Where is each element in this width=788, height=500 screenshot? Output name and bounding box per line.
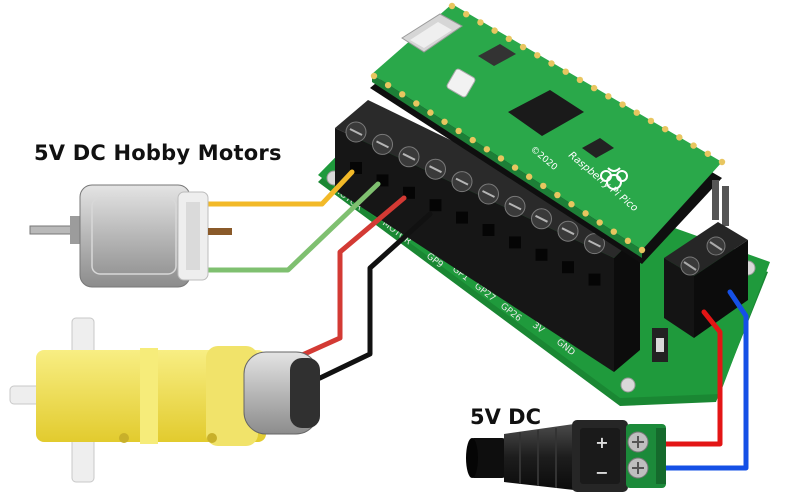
terminal-hole [562,261,574,273]
pin-header [712,180,719,220]
pico-pad [662,126,668,132]
hobby-motors-label: 5V DC Hobby Motors [34,141,282,165]
gear-motor-icon [10,318,320,482]
jack-minus-label: − [595,463,608,482]
pico-pad [534,52,540,58]
pico-pad [634,110,640,116]
pico-pad [427,109,433,115]
pico-pad [385,82,391,88]
terminal-hole [509,236,521,248]
pico-pad [639,247,645,253]
pico-pad [506,36,512,42]
pico-pad [484,146,490,152]
pico-pad [591,85,597,91]
pico-pad [371,73,377,79]
dc-jack-icon: + − [466,420,666,492]
pico-pad [449,3,455,9]
pico-pad [625,238,631,244]
pico-pad [498,155,504,161]
pico-pad [548,60,554,66]
pico-pad [690,142,696,148]
pico-pad [477,19,483,25]
pico-pad [540,183,546,189]
terminal-hole [483,224,495,236]
pico-pad [596,219,602,225]
terminal-hole [430,199,442,211]
terminal-hole [456,212,468,224]
pico-pad [512,164,518,170]
pico-pad [605,93,611,99]
pico-pad [611,228,617,234]
jack-plus-label: + [595,433,608,452]
pico-pad [705,151,711,157]
pico-pad [413,100,419,106]
pico-pad [577,77,583,83]
pico-pad [470,137,476,143]
pico-pad [719,159,725,165]
pico-pad [582,210,588,216]
pico-pad [526,174,532,180]
pico-pad [568,201,574,207]
pico-pad [463,11,469,17]
pico-pad [491,27,497,33]
pico-pad [648,118,654,124]
pico-pad [520,44,526,50]
pico-pad [441,119,447,125]
pico-pad [455,128,461,134]
pico-pad [562,68,568,74]
pico-pad [619,101,625,107]
pico-pad [554,192,560,198]
pico-pad [676,134,682,140]
pico-pad [399,91,405,97]
dc-input-label: 5V DC [470,405,541,429]
terminal-hole [536,249,548,261]
dc-motor-icon [30,185,232,287]
terminal-hole [589,274,601,286]
